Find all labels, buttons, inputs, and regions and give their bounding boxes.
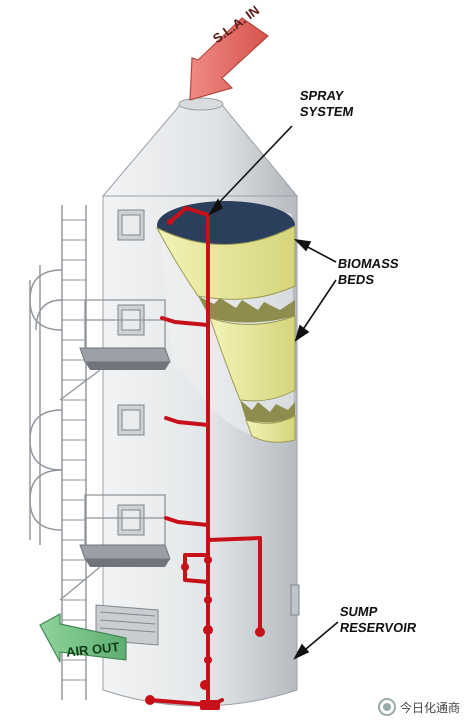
spray-system-label-line2: SYSTEM [299, 104, 355, 119]
inlet-collar [179, 98, 223, 110]
watermark: 今日化通商 [378, 698, 460, 716]
biomass-beds-label-line2: BEDS [337, 272, 375, 287]
biomass-beds-label-line1: BIOMASS [337, 256, 400, 271]
sump-reservoir-label-line1: SUMP [339, 604, 379, 619]
wechat-icon [378, 698, 396, 716]
sump-reservoir-label-line2: RESERVOIR [339, 620, 417, 635]
watermark-text: 今日化通商 [400, 699, 460, 716]
spray-system-label-line1: SPRAY [299, 88, 345, 103]
sump-port [291, 585, 299, 615]
